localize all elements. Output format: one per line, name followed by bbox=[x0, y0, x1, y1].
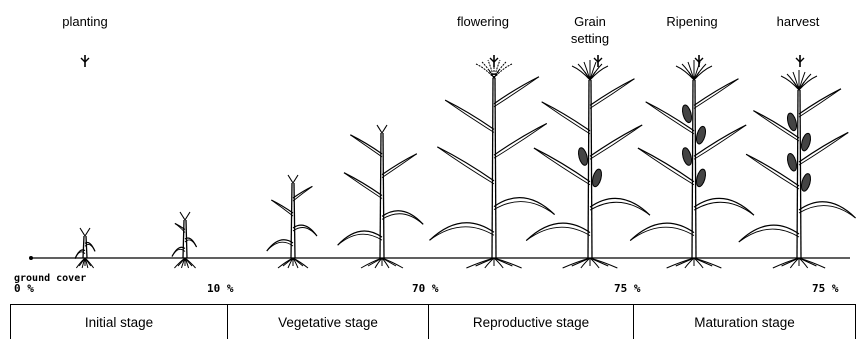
maize-plant bbox=[739, 70, 856, 268]
maize-growth-diagram bbox=[0, 0, 867, 304]
maize-plant bbox=[338, 125, 424, 268]
ground-cover-75a: 75 % bbox=[614, 283, 641, 295]
maize-plant bbox=[267, 175, 317, 268]
stage-arrow-icon bbox=[796, 55, 804, 67]
stage-arrow-icon bbox=[81, 55, 89, 67]
ground-cover-70: 70 % bbox=[412, 283, 439, 295]
stage-label-planting: planting bbox=[62, 13, 108, 30]
ground-cover-10: 10 % bbox=[207, 283, 234, 295]
maize-plant bbox=[75, 228, 95, 268]
phase-reproductive: Reproductive stage bbox=[428, 305, 633, 339]
maize-plant bbox=[172, 212, 197, 268]
phase-initial: Initial stage bbox=[10, 305, 227, 339]
phase-vegetative: Vegetative stage bbox=[227, 305, 428, 339]
ground-cover-75b: 75 % bbox=[812, 283, 839, 295]
maize-plant bbox=[430, 58, 555, 268]
plants bbox=[75, 58, 856, 268]
stage-arrows bbox=[81, 55, 804, 67]
maize-plant bbox=[630, 60, 754, 268]
stage-label-ripening: Ripening bbox=[666, 13, 717, 30]
ground-cover-0: 0 % bbox=[14, 283, 34, 295]
ground-line-start bbox=[29, 256, 33, 260]
stage-label-grain-setting: Grain setting bbox=[571, 13, 609, 47]
maize-plant bbox=[526, 60, 650, 268]
stage-label-flowering: flowering bbox=[457, 13, 509, 30]
phase-table: Initial stage Vegetative stage Reproduct… bbox=[10, 304, 856, 339]
phase-maturation: Maturation stage bbox=[633, 305, 856, 339]
stage-label-harvest: harvest bbox=[777, 13, 820, 30]
